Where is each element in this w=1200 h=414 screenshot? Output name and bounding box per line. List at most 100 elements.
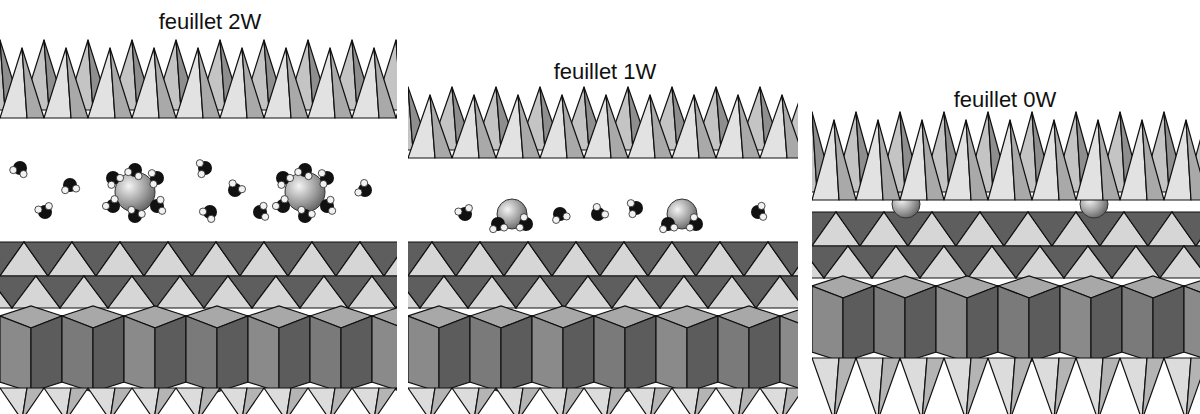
water-hydrogen (108, 181, 115, 188)
octahedron-face (656, 316, 687, 392)
sheet-ground (0, 242, 397, 276)
octahedron-face (93, 316, 124, 392)
water-hydrogen (355, 189, 362, 196)
tetrahedron-face (384, 242, 397, 276)
tetrahedron-face (1186, 358, 1200, 414)
sheet-ground (812, 212, 1200, 246)
octahedron-face (1122, 286, 1153, 362)
tetrahedron-face (396, 48, 397, 118)
water-hydrogen (116, 174, 123, 181)
tetrahedron-face (198, 388, 220, 414)
octahedron-face (124, 316, 155, 392)
cation (115, 172, 155, 212)
water-hydrogen (262, 213, 269, 220)
water-hydrogen (563, 213, 570, 220)
water-hydrogen (553, 216, 560, 223)
octahedron-face (217, 316, 248, 392)
octahedron-face (470, 316, 501, 392)
octahedron-face (532, 316, 563, 392)
octahedron-face (62, 316, 93, 392)
tetrahedron-face (878, 120, 900, 200)
tetrahedron-face (198, 48, 220, 118)
tetrahedron-face (562, 388, 584, 414)
tetrahedron-face (1186, 120, 1200, 200)
octahedron-face (718, 316, 749, 392)
water-hydrogen (125, 168, 132, 175)
water-hydrogen (686, 224, 693, 231)
water-hydrogen (72, 185, 79, 192)
tetrahedron-face (396, 40, 397, 110)
tetrahedron-face (780, 276, 798, 308)
water-hydrogen (35, 206, 42, 213)
octahedron-face (186, 316, 217, 392)
water-hydrogen (272, 202, 279, 209)
tetrahedron-face (606, 95, 628, 158)
octahedron-face (843, 286, 874, 362)
water-hydrogen (111, 196, 118, 203)
tetrahedron-face (474, 388, 496, 414)
tetrahedron-face (834, 120, 856, 200)
water-hydrogen (138, 210, 145, 217)
water-hydrogen (208, 215, 215, 222)
water-hydrogen (20, 170, 27, 177)
tetrahedron-face (782, 388, 798, 414)
water-hydrogen (465, 205, 472, 212)
water-hydrogen (198, 170, 205, 177)
tetrahedron-face (1196, 212, 1200, 246)
water-hydrogen (295, 168, 302, 175)
tetrahedron-face (430, 95, 452, 158)
tetrahedron-face (396, 276, 397, 308)
water-hydrogen (329, 207, 336, 214)
water-hydrogen (196, 160, 203, 167)
octahedron-face (155, 316, 186, 392)
water-hydrogen (128, 206, 135, 213)
octahedron-face (439, 316, 470, 392)
octahedron-face (905, 286, 936, 362)
tetrahedron-face (154, 48, 176, 118)
octahedron-face (372, 316, 397, 392)
tetrahedron-face (562, 95, 584, 158)
tetrahedron-face (110, 388, 132, 414)
octahedron-face (248, 316, 279, 392)
tetrahedron-face (1184, 246, 1200, 278)
water-hydrogen (238, 186, 245, 193)
water-hydrogen (629, 210, 636, 217)
water-hydrogen (601, 211, 608, 218)
water-hydrogen (62, 187, 69, 194)
octahedron-face (780, 316, 798, 392)
water-hydrogen (520, 214, 527, 221)
layer-0w (812, 112, 1200, 414)
water-hydrogen (500, 224, 507, 231)
water-hydrogen (670, 224, 677, 231)
water-hydrogen (286, 174, 293, 181)
tetrahedron-face (66, 388, 88, 414)
water-hydrogen (690, 214, 697, 221)
water-hydrogen (148, 170, 155, 177)
sheet-ground (415, 276, 798, 308)
octahedron-face (1029, 286, 1060, 362)
tetrahedron-face (518, 95, 540, 158)
water-hydrogen (320, 180, 327, 187)
octahedron-face (874, 286, 905, 362)
water-hydrogen (135, 172, 142, 179)
water-hydrogen (199, 208, 206, 215)
water-hydrogen (150, 180, 157, 187)
tetrahedron-face (1098, 358, 1120, 414)
tetrahedron-face (834, 358, 856, 414)
water-hydrogen (318, 170, 325, 177)
octahedron-face (625, 316, 656, 392)
water-hydrogen (102, 202, 109, 209)
tetrahedron-face (792, 242, 798, 276)
water-hydrogen (229, 180, 236, 187)
octahedron-face (279, 316, 310, 392)
octahedron-face (408, 316, 439, 392)
water-hydrogen (627, 200, 634, 207)
tetrahedron-face (286, 388, 308, 414)
water-hydrogen (281, 196, 288, 203)
tetrahedron-face (606, 388, 628, 414)
tetrahedron-face (474, 95, 496, 158)
sheet-ground (408, 242, 798, 276)
water-hydrogen (10, 166, 17, 173)
layer-2w (0, 40, 397, 414)
tetrahedron-face (1172, 212, 1200, 246)
